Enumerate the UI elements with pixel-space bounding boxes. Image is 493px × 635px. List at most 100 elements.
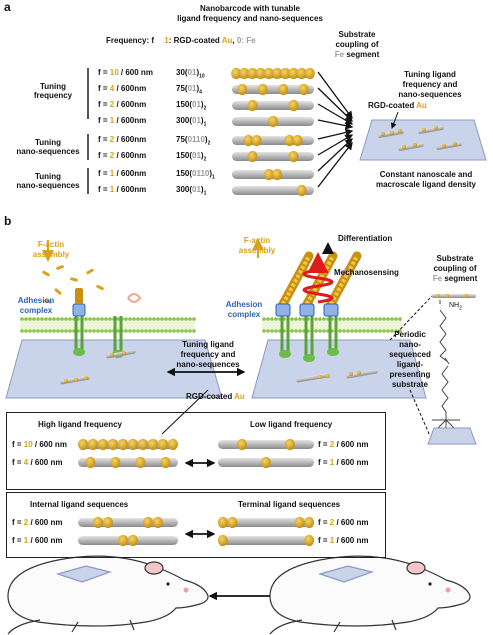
row-code: 150(01)2 xyxy=(176,100,207,112)
lipid-head xyxy=(132,329,136,333)
legend-fe-digit: 0 xyxy=(236,36,242,45)
mouse-left xyxy=(7,555,209,635)
right-rgd: RGD-coated xyxy=(368,101,417,110)
lipid-head xyxy=(338,329,342,333)
lipid-head xyxy=(366,317,370,321)
panel-b-left-scene xyxy=(5,240,223,399)
lipid-head xyxy=(274,317,278,321)
low-frequency-title: Low ligand frequency xyxy=(250,420,333,429)
center-3: nano-sequences xyxy=(176,360,240,369)
lipid-head xyxy=(48,317,52,321)
nanobarcode-rod xyxy=(231,67,315,80)
lipid-head xyxy=(68,317,72,321)
factin-right-2: assembly xyxy=(238,246,276,255)
panel-a-arrows xyxy=(317,71,354,188)
right-title-3: nano-sequences xyxy=(398,90,462,99)
nanobarcode-rod xyxy=(232,83,314,96)
factin-left-1: F-actin xyxy=(37,240,65,249)
lipid-head xyxy=(322,317,326,321)
lipid-head xyxy=(92,329,96,333)
nh2-text: NH xyxy=(449,302,460,309)
b-substrate-line2: coupling of xyxy=(433,264,477,273)
substrate-seg: segment xyxy=(344,50,380,59)
row-code: 300(01)1 xyxy=(176,185,207,197)
lipid-head xyxy=(172,317,176,321)
right-bottom-1: Constant nanoscale and xyxy=(379,170,473,179)
lipid-head xyxy=(358,329,362,333)
internal-sequence-title: Internal ligand sequences xyxy=(30,500,129,509)
box-row-frequency: f = 10 / 600 nm xyxy=(12,440,67,449)
lipid-head xyxy=(32,317,36,321)
nanobarcode-rod xyxy=(232,184,314,197)
lipid-head xyxy=(20,317,24,321)
lipid-head xyxy=(40,317,44,321)
row-frequency: f = 1 / 600nm xyxy=(98,169,147,178)
nanobarcode-rod xyxy=(232,150,314,163)
adhesion-right-1: Adhesion xyxy=(225,300,263,309)
actin-monomer xyxy=(44,299,52,304)
lipid-head xyxy=(298,317,302,321)
adhesion-right: Adhesion complex xyxy=(216,300,272,320)
periodic-0: Periodic xyxy=(394,330,426,339)
lipid-head xyxy=(374,329,378,333)
lipid-head xyxy=(96,317,100,321)
lipid-head xyxy=(128,329,132,333)
lipid-head xyxy=(362,329,366,333)
substrate-line1: Substrate xyxy=(338,30,376,39)
lipid-head xyxy=(104,329,108,333)
lipid-head xyxy=(370,329,374,333)
group-label-sequence-1-line2: nano-sequences xyxy=(16,147,80,156)
high-frequency-title: High ligand frequency xyxy=(38,420,123,429)
row-code: 150(0110)1 xyxy=(176,169,215,181)
nanobarcode-rod xyxy=(218,438,314,451)
lipid-head xyxy=(104,317,108,321)
panel-b-dashed-callout xyxy=(389,295,433,437)
right-title-1: Tuning ligand xyxy=(404,70,456,79)
legend-fe-text: : Fe xyxy=(241,36,256,45)
actin-bundle-highlight xyxy=(305,255,335,305)
panel-b-rgd-label: RGD-coated Au xyxy=(186,392,245,401)
lipid-head xyxy=(398,317,402,321)
lipid-head xyxy=(374,317,378,321)
lipid-head xyxy=(164,317,168,321)
lipid-head xyxy=(44,317,48,321)
lipid-head xyxy=(338,317,342,321)
nh2-sub: 2 xyxy=(459,305,462,312)
lipid-head xyxy=(184,317,188,321)
lipid-head xyxy=(342,317,346,321)
panel-b-right-scene xyxy=(251,238,427,399)
lipid-head xyxy=(346,317,350,321)
factin-right-1: F-actin xyxy=(243,236,271,245)
lipid-head xyxy=(140,329,144,333)
panel-a-label: a xyxy=(4,0,11,14)
lipid-head xyxy=(294,329,298,333)
lipid-head xyxy=(116,329,120,333)
lipid-head xyxy=(180,317,184,321)
lipid-head xyxy=(322,329,326,333)
lipid-head xyxy=(382,329,386,333)
panel-b-chemistry-inset xyxy=(427,294,477,445)
lipid-head xyxy=(136,317,140,321)
b-au: Au xyxy=(234,392,245,401)
legend-rgd-text: : RGD-coated xyxy=(168,36,222,45)
panel-a-right-title: Tuning ligand frequency and nano-sequenc… xyxy=(380,70,480,100)
row-code: 75(01)4 xyxy=(176,84,202,96)
lipid-head xyxy=(100,317,104,321)
right-bottom-2: macroscale ligand density xyxy=(375,180,477,189)
lipid-head xyxy=(132,317,136,321)
nanobarcode-rod xyxy=(78,438,178,451)
frequency-comparison-box xyxy=(6,412,386,490)
lipid-head xyxy=(314,317,318,321)
nanobarcode-rod xyxy=(217,516,315,529)
right-au: Au xyxy=(416,101,427,110)
group-label-frequency: Tuning frequency xyxy=(22,82,84,100)
lipid-head xyxy=(266,329,270,333)
lipid-head xyxy=(48,329,52,333)
panel-b-label: b xyxy=(4,214,12,228)
lipid-head xyxy=(350,329,354,333)
box-row-frequency: f = 2 / 600 nm xyxy=(318,518,369,527)
group-label-sequence-1: Tuning nano-sequences xyxy=(10,138,86,156)
b-substrate-line1: Substrate xyxy=(436,254,474,263)
panel-a-nanobarcodes xyxy=(231,67,315,197)
